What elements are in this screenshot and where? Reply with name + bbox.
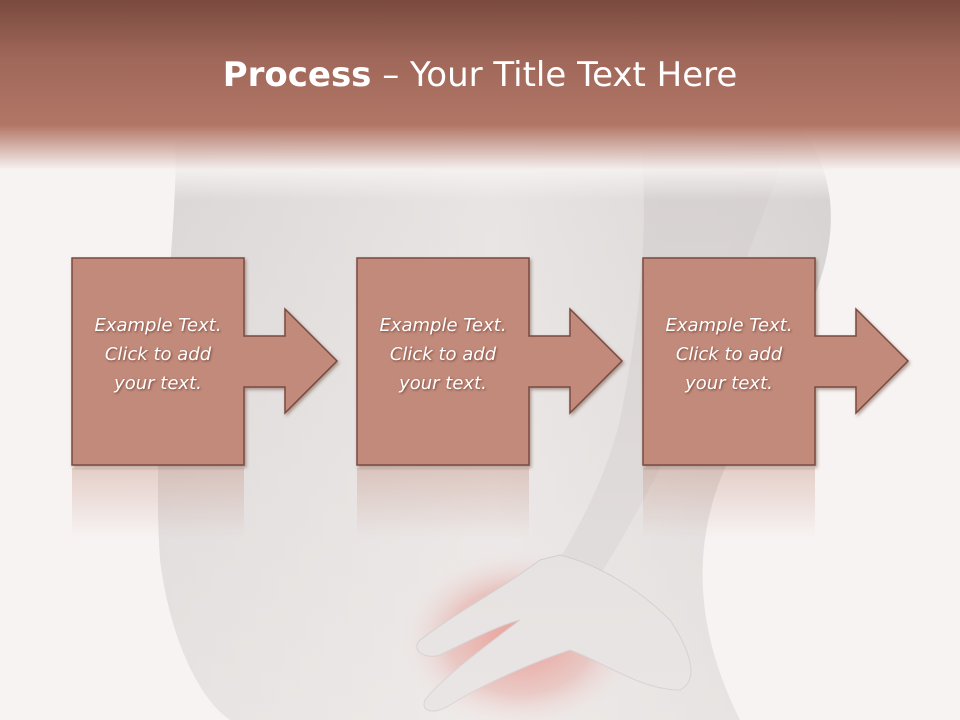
step-3-arrow-box: [642, 257, 910, 466]
step-2-reflection: [357, 468, 529, 538]
step-2-line-1: Example Text.: [379, 315, 507, 336]
step-3-line-2: Click to add: [675, 344, 783, 365]
step-1-text[interactable]: Example Text. Click to add your text.: [72, 311, 244, 398]
step-1-line-2: Click to add: [104, 344, 212, 365]
step-1-reflection: [72, 468, 244, 538]
step-1-arrow-box: [71, 257, 339, 466]
title-rest: – Your Title Text Here: [371, 55, 738, 95]
step-3-line-1: Example Text.: [665, 315, 793, 336]
step-1-line-3: your text.: [114, 373, 202, 394]
step-1-line-1: Example Text.: [94, 315, 222, 336]
step-3-text[interactable]: Example Text. Click to add your text.: [643, 311, 815, 398]
slide-title[interactable]: Process – Your Title Text Here: [0, 52, 960, 98]
title-bar: [0, 0, 960, 200]
title-bold: Process: [222, 55, 372, 95]
step-2-line-2: Click to add: [389, 344, 497, 365]
step-2-text[interactable]: Example Text. Click to add your text.: [357, 311, 529, 398]
step-3-line-3: your text.: [685, 373, 773, 394]
step-2-arrow-box: [356, 257, 624, 466]
step-2-line-3: your text.: [399, 373, 487, 394]
step-3-reflection: [643, 468, 815, 538]
